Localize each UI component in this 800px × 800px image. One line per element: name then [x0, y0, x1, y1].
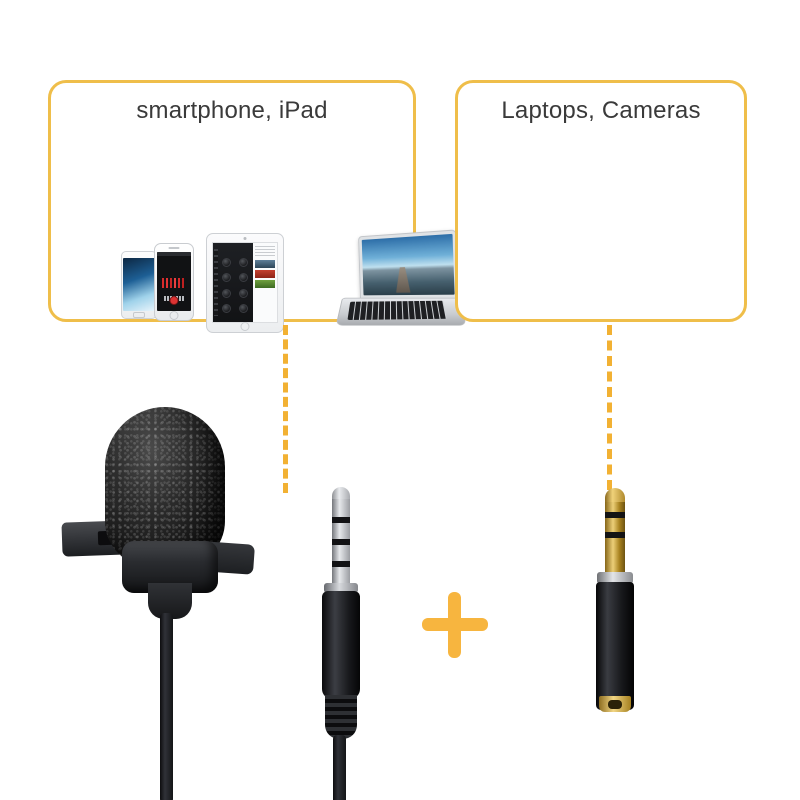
phone-home-button-icon: [169, 311, 179, 320]
knob-icon: [238, 288, 248, 298]
microphone-cable: [160, 613, 173, 800]
plug-insulator-band: [332, 517, 350, 523]
plug-insulator-band: [332, 539, 350, 545]
tablet-home-button-icon: [240, 322, 250, 331]
knob-icon: [238, 304, 248, 314]
lavalier-microphone-illustration: [60, 395, 360, 800]
microphone-foam-windscreen: [105, 407, 225, 567]
plug-collar: [324, 583, 358, 593]
knob-icon: [222, 304, 232, 314]
plug-cable: [333, 735, 346, 800]
laptop-lid: [358, 229, 460, 302]
device-group-computers: [458, 83, 744, 319]
plug-barrel: [322, 591, 360, 699]
phone-home-button-icon: [133, 312, 145, 318]
phone-screen: [157, 252, 191, 311]
smartphone-recorder-app-illustration: [154, 243, 194, 321]
plus-symbol-icon: [422, 592, 488, 658]
compatibility-box-computers: Laptops, Cameras: [455, 80, 747, 322]
adapter-insulator-band: [605, 512, 625, 518]
plug-strain-relief: [325, 695, 357, 739]
dashed-connector-left: [283, 325, 288, 493]
audio-waveform-icon: [162, 278, 186, 288]
audio-app-panel: [213, 243, 253, 322]
tablet-ipad-illustration: [206, 233, 284, 333]
wallpaper-pier-shape: [395, 267, 410, 293]
phone-screen: [123, 258, 155, 311]
audio-adapter-illustration: [588, 488, 644, 726]
plug-insulator-band: [332, 561, 350, 567]
adapter-barrel: [596, 582, 634, 710]
knob-icon: [222, 257, 232, 267]
knob-icon: [238, 273, 248, 283]
adapter-socket-opening: [608, 700, 622, 709]
adapter-insulator-band: [605, 532, 625, 538]
app-knob-grid: [219, 256, 250, 316]
compatibility-box-phones: smartphone, iPad: [48, 80, 467, 333]
plus-bar-vertical: [448, 592, 461, 658]
laptop-illustration: [335, 229, 467, 333]
app-status-bar: [157, 252, 191, 256]
adapter-collar: [597, 572, 633, 584]
text-lines-placeholder: [254, 246, 275, 257]
knob-icon: [222, 273, 232, 283]
laptop-screen: [361, 233, 455, 296]
adapter-plug-shaft: [605, 502, 625, 574]
thumbnail-image: [254, 270, 275, 278]
laptop-keyboard: [347, 300, 447, 320]
tablet-screen: [212, 242, 278, 323]
record-button-icon: [169, 296, 179, 305]
microphone-trrs-plug: [312, 487, 372, 800]
knob-icon: [222, 288, 232, 298]
thumbnail-image: [254, 280, 275, 288]
app-side-rail: [214, 249, 218, 316]
knob-icon: [238, 257, 248, 267]
app-sidebar-panel: [252, 243, 277, 322]
compatibility-box-computers-label: Laptops, Cameras: [501, 97, 701, 124]
smartphone-blue-wallpaper-illustration: [121, 251, 157, 319]
dashed-connector-right: [607, 325, 612, 490]
thumbnail-image: [254, 260, 275, 268]
device-group-phones: [51, 83, 467, 333]
tablet-camera-icon: [243, 237, 247, 240]
compatibility-box-phones-label: smartphone, iPad: [136, 97, 328, 124]
phone-speaker-icon: [168, 247, 180, 249]
adapter-plug-tip: [605, 488, 625, 506]
